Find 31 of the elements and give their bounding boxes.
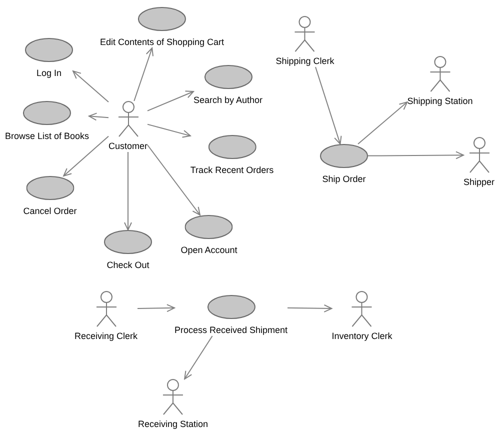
association-arrow — [72, 70, 109, 102]
association-arrow — [147, 90, 194, 112]
use-case-name: Check Out — [106, 260, 150, 271]
actor-name: Receiving Clerk — [74, 331, 138, 342]
use-case-name: Process Received Shipment — [174, 325, 288, 336]
association-arrow — [88, 112, 109, 121]
association-arrow — [134, 48, 154, 102]
use-case-name: Log In — [36, 68, 62, 79]
use-case-name: Track Recent Orders — [190, 165, 274, 176]
use-case-name: Ship Order — [322, 174, 366, 185]
use-case-name: Browse List of Books — [4, 131, 90, 142]
association-arrow — [184, 336, 213, 380]
association-arrow — [287, 304, 332, 312]
actor-name: Customer — [108, 141, 148, 152]
actor-name: Receiving Station — [138, 419, 208, 430]
actor-name: Shipping Station — [407, 96, 473, 107]
association-arrow — [124, 152, 132, 230]
actor-name: Shipping Clerk — [276, 56, 334, 67]
use-case-name: Search by Author — [193, 95, 263, 106]
actor-name: Shipper — [463, 177, 495, 188]
association-arrow — [147, 124, 191, 138]
association-arrow — [63, 136, 109, 176]
use-case-name: Cancel Order — [23, 206, 77, 217]
association-arrow — [315, 66, 342, 144]
association-arrow — [147, 144, 200, 216]
association-arrow — [358, 102, 408, 144]
association-arrow — [137, 304, 175, 312]
association-arrow — [368, 151, 464, 160]
actor-name: Inventory Clerk — [332, 331, 392, 342]
use-case-name: Edit Contents of Shopping Cart — [100, 37, 224, 48]
use-case-name: Open Account — [180, 245, 238, 256]
